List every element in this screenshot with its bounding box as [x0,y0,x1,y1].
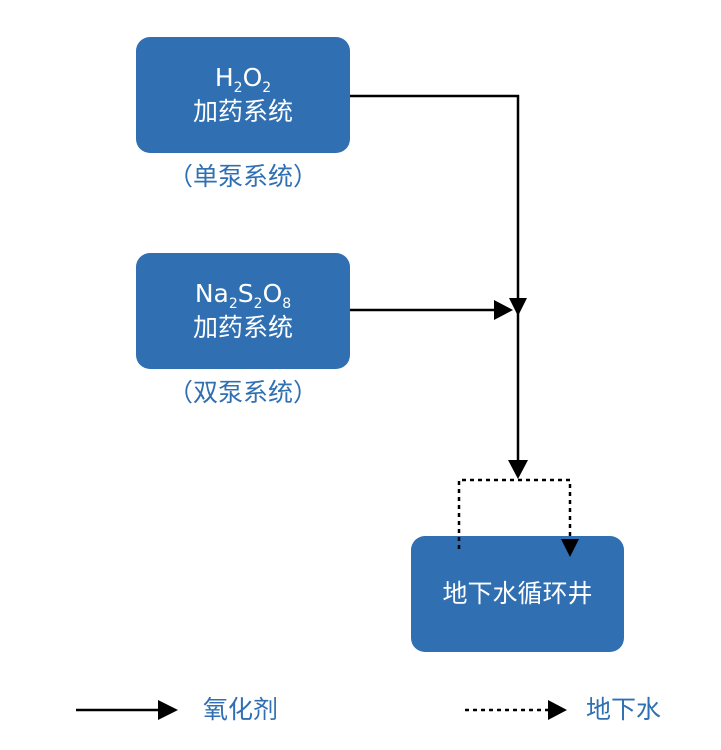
groundwater-loop-arrowhead [561,539,579,557]
na2s2o8-pump-caption: （双泵系统） [167,378,318,407]
h2o2-dosing-label: 加药系统 [192,97,293,126]
na2s2o8-dosing-box: Na2S2O8 加药系统 [136,253,350,369]
h2o2-feed-line [350,94,520,298]
combined-feed-arrowhead [508,460,528,479]
h2o2-formula: H2O2 [214,63,272,96]
na2s2o8-formula: Na2S2O8 [194,279,292,312]
legend-oxidant-arrowhead [158,700,178,720]
h2o2-feed-arrowhead [509,298,527,316]
groundwater-circulation-well-box: 地下水循环井 [411,536,624,652]
groundwater-loop-line [457,478,572,549]
groundwater-circulation-well-label: 地下水循环井 [442,579,593,608]
legend-groundwater-arrowhead [548,700,567,720]
h2o2-dosing-box: H2O2 加药系统 [136,37,350,153]
legend-groundwater-label: 地下水 [586,695,662,724]
na2s2o8-dosing-label: 加药系统 [192,313,293,342]
h2o2-pump-caption: （单泵系统） [167,162,318,191]
na2s2o8-feed-arrowhead [494,300,513,320]
legend-oxidant-label: 氧化剂 [203,695,279,724]
